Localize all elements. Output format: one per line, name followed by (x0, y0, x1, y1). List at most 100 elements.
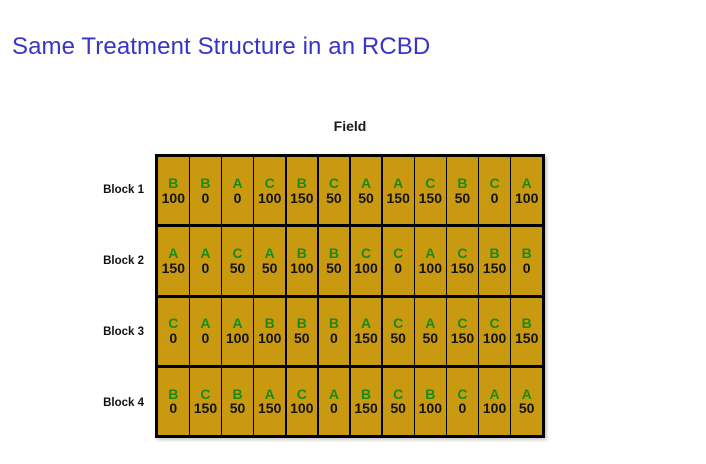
page-title: Same Treatment Structure in an RCBD (12, 33, 431, 60)
block-label-1: Block 1 (103, 183, 144, 196)
plot-treatment-label: C (296, 385, 307, 402)
plot-treatment-label: B (232, 385, 243, 402)
plot-treatment-label: A (425, 315, 436, 332)
plot-treatment-label: C (328, 174, 339, 191)
plot-dose-label: 150 (354, 400, 378, 417)
plot-dose-label: 0 (458, 400, 467, 417)
plot-dose-label: 50 (390, 330, 406, 347)
plot-treatment-label: A (264, 385, 275, 402)
plot-dose-label: 100 (354, 259, 378, 276)
plot-treatment-label: C (457, 315, 468, 332)
plot-dose-label: 150 (450, 259, 475, 276)
plot-dose-label: 100 (225, 330, 250, 347)
plot-treatment-label: A (361, 174, 372, 191)
field-label: Field (333, 118, 367, 134)
plot-dose-label: 0 (201, 259, 210, 276)
plot-treatment-label: C (232, 245, 243, 262)
plot-dose-label: 50 (294, 330, 310, 347)
plot-dose-label: 150 (161, 259, 185, 276)
plot-treatment-label: A (168, 245, 179, 262)
block-label-2: Block 2 (103, 254, 144, 267)
plot-dose-label: 150 (450, 330, 475, 347)
plot-dose-label: 150 (482, 259, 507, 276)
plot-treatment-label: A (200, 315, 211, 332)
plot-treatment-label: C (457, 245, 468, 262)
plot-treatment-label: C (489, 315, 500, 332)
plot-dose-label: 50 (358, 189, 374, 206)
plot-treatment-label: B (296, 174, 307, 191)
plot-treatment-label: B (457, 174, 468, 191)
plot-dose-label: 0 (201, 189, 210, 206)
plot-dose-label: 100 (290, 400, 314, 417)
plot-dose-label: 100 (418, 400, 442, 417)
plot-dose-label: 150 (354, 330, 378, 347)
plot-treatment-label: A (232, 315, 243, 332)
plot-dose-label: 150 (515, 330, 539, 347)
plot-dose-label: 100 (258, 189, 282, 206)
plot-treatment-label: A (361, 315, 372, 332)
plot-treatment-label: B (328, 245, 339, 262)
plot-dose-label: 150 (258, 400, 282, 417)
plot-treatment-label: C (361, 245, 372, 262)
plot-treatment-label: B (361, 385, 372, 402)
plot-dose-label: 50 (390, 400, 406, 417)
plot-dose-label: 0 (522, 259, 531, 276)
plot-treatment-label: C (200, 385, 211, 402)
plot-treatment-label: C (393, 315, 404, 332)
plot-dose-label: 150 (193, 400, 218, 417)
plot-treatment-label: C (425, 174, 436, 191)
plot-treatment-label: A (521, 174, 532, 191)
plot-dose-label: 150 (418, 189, 442, 206)
plot-treatment-label: C (457, 385, 468, 402)
plot-treatment-label: B (489, 245, 500, 262)
plot-dose-label: 50 (229, 259, 246, 276)
plot-treatment-label: B (521, 315, 532, 332)
plot-dose-label: 50 (326, 189, 342, 206)
plot-treatment-label: A (393, 174, 404, 191)
plot-dose-label: 50 (454, 189, 471, 206)
plot-treatment-label: A (328, 385, 339, 402)
plot-dose-label: 50 (261, 259, 278, 276)
plot-dose-label: 50 (518, 400, 535, 417)
plot-dose-label: 100 (258, 330, 282, 347)
plot-treatment-label: C (393, 245, 404, 262)
block-label-column: Block 1 Block 2 Block 3 Block 4 (60, 154, 150, 438)
plot-treatment-label: C (264, 174, 275, 191)
plot-dose-label: 100 (482, 400, 507, 417)
plot-dose-label: 100 (290, 259, 314, 276)
plot-treatment-label: B (296, 245, 307, 262)
plot-dose-label: 50 (422, 330, 439, 347)
plot-dose-label: 100 (418, 259, 442, 276)
plot-treatment-label: B (200, 174, 211, 191)
